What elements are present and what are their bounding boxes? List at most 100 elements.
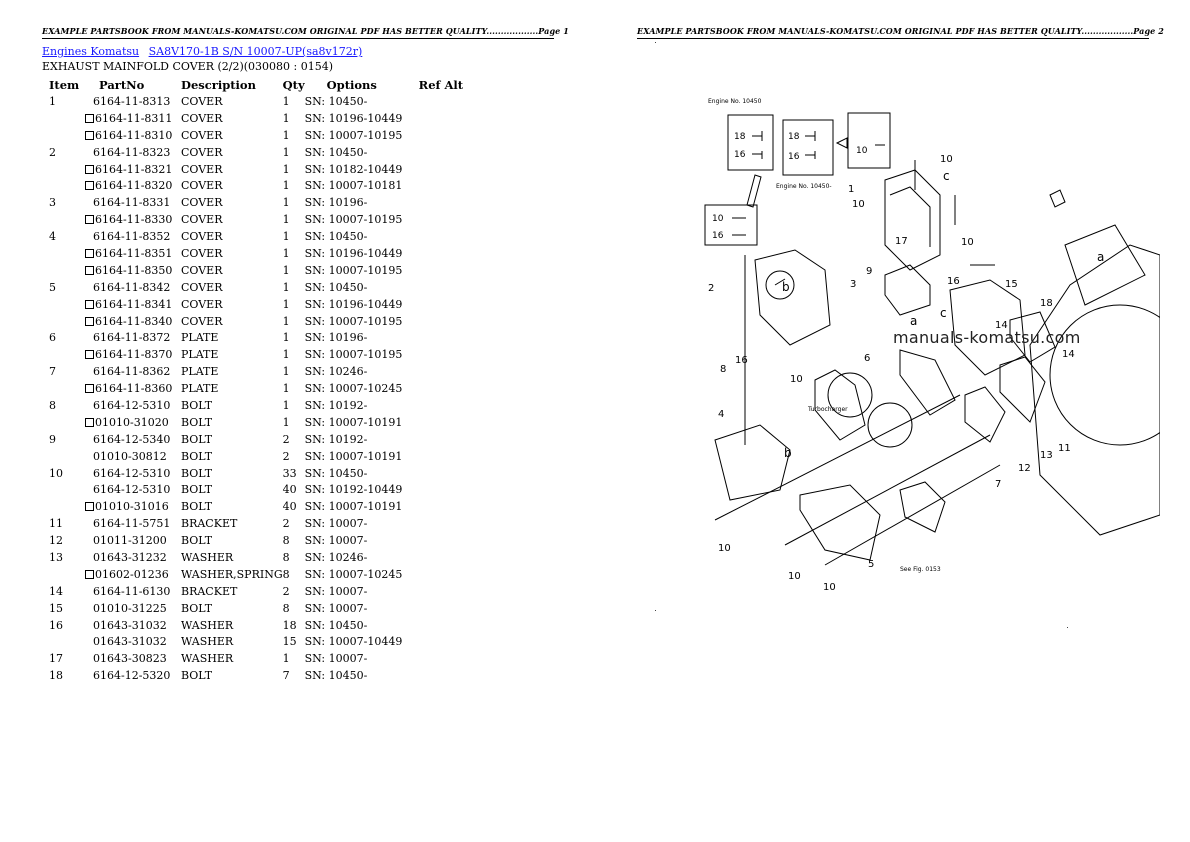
page-header-2: EXAMPLE PARTSBOOK FROM MANUALS-KOMATSU.C… bbox=[637, 26, 1164, 39]
cell-item: 13 bbox=[42, 549, 85, 566]
cell-ref-alt bbox=[419, 245, 463, 262]
cell-partno-text: 01643-31232 bbox=[93, 550, 167, 564]
cell-qty: 1 bbox=[283, 177, 305, 194]
callout: 16 bbox=[735, 355, 748, 366]
cell-partno: 6164-11-8340 bbox=[85, 313, 181, 330]
cell-ref-alt bbox=[419, 313, 463, 330]
cell-partno-text: 01602-01236 bbox=[95, 567, 169, 581]
cell-qty-text: 2 bbox=[282, 517, 290, 531]
cell-item bbox=[42, 127, 85, 144]
inset-engine-no: Engine No. 10450 18 16 18 16 10 bbox=[708, 98, 891, 208]
cell-description-text: COVER bbox=[181, 230, 223, 244]
callout: 6 bbox=[864, 353, 870, 364]
cell-description-text: COVER bbox=[181, 128, 223, 142]
cell-qty: 1 bbox=[283, 245, 305, 262]
cell-description-text: COVER bbox=[181, 145, 223, 159]
cell-options-text: SN: 10450- bbox=[304, 94, 368, 108]
cell-partno: 6164-11-8323 bbox=[85, 144, 181, 161]
cell-options-text: SN: 10246- bbox=[304, 365, 368, 379]
cell-item-text: 8 bbox=[49, 398, 56, 412]
callout: 15 bbox=[1005, 279, 1018, 290]
cell-options: SN: 10007-10195 bbox=[305, 262, 419, 279]
cell-partno-text: 6164-12-5340 bbox=[93, 432, 171, 446]
callout: 10 bbox=[940, 154, 953, 165]
cell-qty-text: 1 bbox=[282, 196, 290, 210]
cell-options: SN: 10007- bbox=[305, 600, 419, 617]
cell-description: BOLT bbox=[181, 414, 283, 431]
inset-bolts-2: 10 16 bbox=[704, 204, 758, 246]
cell-qty: 8 bbox=[283, 566, 305, 583]
exploded-parts-diagram: Engine No. 10450 18 16 18 16 10 10 16 En… bbox=[704, 98, 1160, 593]
cell-qty: 1 bbox=[283, 161, 305, 178]
col-header-description: Description bbox=[181, 77, 256, 92]
cell-qty-text: 8 bbox=[282, 567, 290, 581]
cell-item bbox=[42, 110, 85, 127]
cell-item-text: 17 bbox=[49, 652, 63, 666]
cell-description-text: BRACKET bbox=[181, 584, 238, 598]
cell-item-text: 18 bbox=[49, 669, 63, 683]
cell-description: WASHER bbox=[181, 650, 283, 667]
cell-description-text: COVER bbox=[181, 162, 223, 176]
cover-assembly bbox=[714, 169, 1056, 561]
cell-description: COVER bbox=[181, 211, 283, 228]
engine-no-label: Engine No. 10450 bbox=[708, 98, 762, 105]
cell-partno: 01643-31232 bbox=[85, 549, 181, 566]
callout: 17 bbox=[895, 236, 908, 247]
cell-partno: 6164-12-5340 bbox=[85, 431, 181, 448]
cell-ref-alt bbox=[419, 549, 463, 566]
cell-ref-alt bbox=[419, 110, 463, 127]
cell-description-text: BOLT bbox=[181, 398, 213, 412]
callout: b bbox=[782, 280, 790, 294]
cell-qty: 1 bbox=[283, 329, 305, 346]
cell-description-text: PLATE bbox=[181, 382, 219, 396]
see-fig-label: See Fig. 0153 bbox=[900, 566, 941, 573]
cell-description-text: COVER bbox=[181, 94, 223, 108]
cell-options: SN: 10007-10195 bbox=[305, 127, 419, 144]
cell-description-text: BOLT bbox=[181, 432, 213, 446]
breadcrumb-link-model[interactable]: SA8V170-1B S/N 10007-UP(sa8v172r) bbox=[148, 45, 363, 58]
engine-no-label-2: Engine No. 10450- bbox=[776, 183, 832, 190]
cell-ref-alt bbox=[419, 127, 463, 144]
cell-item-text: 13 bbox=[49, 550, 63, 564]
callout: 16 bbox=[788, 152, 800, 162]
header-rule bbox=[637, 38, 1149, 39]
cell-partno: 6164-12-5310 bbox=[85, 465, 181, 482]
cell-qty-text: 1 bbox=[282, 162, 290, 176]
breadcrumb-link-engines[interactable]: Engines Komatsu bbox=[42, 45, 140, 58]
cell-ref-alt bbox=[419, 431, 463, 448]
cell-options-text: SN: 10007-10195 bbox=[304, 348, 403, 362]
cell-ref-alt bbox=[419, 617, 463, 634]
cell-options-text: SN: 10196-10449 bbox=[304, 111, 403, 125]
cell-qty: 8 bbox=[283, 532, 305, 549]
scan-dot bbox=[655, 42, 656, 43]
cell-partno: 6164-11-8311 bbox=[85, 110, 181, 127]
cell-qty: 1 bbox=[283, 279, 305, 296]
cell-partno-text: 6164-11-8370 bbox=[95, 348, 173, 362]
callout: 18 bbox=[1040, 298, 1053, 309]
cell-options: SN: 10007-10195 bbox=[305, 211, 419, 228]
cell-item-text: 4 bbox=[49, 230, 56, 244]
cell-qty-text: 1 bbox=[282, 382, 290, 396]
col-header-qty: Qty bbox=[282, 77, 305, 92]
cell-item: 9 bbox=[42, 431, 85, 448]
cell-description-text: COVER bbox=[181, 246, 223, 260]
cell-description: WASHER bbox=[181, 617, 283, 634]
cell-description: PLATE bbox=[181, 380, 283, 397]
cell-options: SN: 10450- bbox=[305, 144, 419, 161]
cell-item: 2 bbox=[42, 144, 85, 161]
cell-qty: 1 bbox=[283, 380, 305, 397]
cell-qty: 1 bbox=[283, 414, 305, 431]
cell-options-text: SN: 10007-10449 bbox=[304, 635, 403, 649]
cell-ref-alt bbox=[419, 177, 463, 194]
callout: 2 bbox=[708, 283, 714, 294]
callout: 4 bbox=[718, 409, 724, 420]
breadcrumb: Engines Komatsu SA8V170-1B S/N 10007-UP(… bbox=[42, 45, 368, 58]
cell-partno: 01010-31016 bbox=[85, 498, 181, 515]
cell-partno: 6164-11-8352 bbox=[85, 228, 181, 245]
cell-options-text: SN: 10196- bbox=[304, 331, 368, 345]
